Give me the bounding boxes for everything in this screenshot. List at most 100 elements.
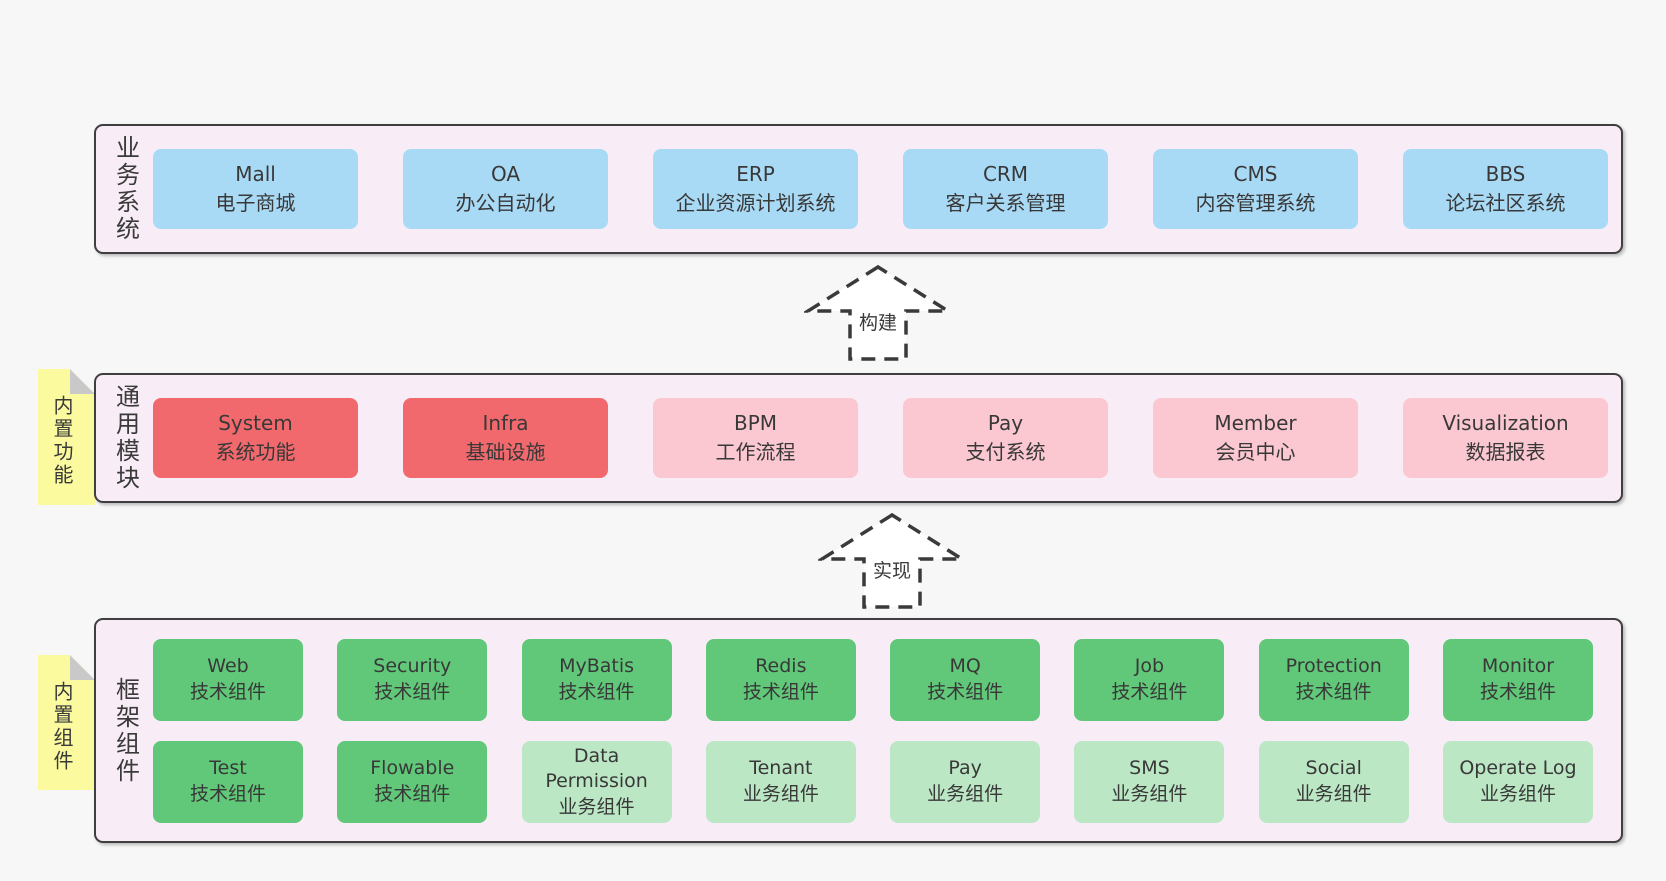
framework-row-2: Test 技术组件 Flowable 技术组件 Data Permission …	[153, 741, 1593, 823]
box-subtitle: 技术组件	[374, 783, 451, 805]
box-web: Web 技术组件	[153, 639, 303, 721]
box-operate-log: Operate Log 业务组件	[1442, 741, 1593, 823]
box-visualization: Visualization 数据报表	[1403, 398, 1608, 478]
box-subtitle: 技术组件	[558, 681, 635, 703]
box-subtitle: 业务组件	[1295, 783, 1372, 805]
box-title: BPM	[733, 411, 778, 435]
box-monitor: Monitor 技术组件	[1442, 639, 1593, 721]
box-title: CRM	[982, 162, 1029, 186]
box-subtitle: 业务组件	[1111, 783, 1188, 805]
business-box-row: Mall 电子商城 OA 办公自动化 ERP 企业资源计划系统 CRM 客户关系…	[153, 126, 1608, 252]
box-title: MyBatis	[559, 655, 635, 678]
box-title: BBS	[1485, 162, 1526, 186]
box-pay-component: Pay 业务组件	[890, 741, 1041, 823]
box-system: System 系统功能	[153, 398, 358, 478]
box-title: ERP	[736, 162, 775, 186]
box-bpm: BPM 工作流程	[653, 398, 858, 478]
arrow-label: 构建	[859, 312, 897, 334]
box-subtitle: 业务组件	[927, 783, 1004, 805]
box-subtitle: 会员中心	[1215, 440, 1296, 464]
box-subtitle: 支付系统	[965, 440, 1046, 464]
box-title: Tenant	[749, 757, 813, 780]
section-label: 业务系统	[111, 135, 140, 243]
section-label: 通用模块	[111, 384, 140, 492]
box-oa: OA 办公自动化	[403, 149, 608, 229]
box-subtitle: 工作流程	[715, 440, 796, 464]
box-test: Test 技术组件	[153, 741, 303, 823]
box-crm: CRM 客户关系管理	[903, 149, 1108, 229]
box-subtitle: 技术组件	[927, 681, 1004, 703]
section-framework-components: 框架组件 Web 技术组件 Security 技术组件 MyBatis 技术组件…	[94, 618, 1623, 843]
box-mq: MQ 技术组件	[890, 639, 1041, 721]
box-sms: SMS 业务组件	[1074, 741, 1225, 823]
section-common-modules: 通用模块 System 系统功能 Infra 基础设施 BPM 工作流程 Pay…	[94, 373, 1623, 503]
box-cms: CMS 内容管理系统	[1153, 149, 1358, 229]
box-mall: Mall 电子商城	[153, 149, 358, 229]
box-title: Redis	[755, 655, 807, 678]
box-data-permission: Data Permission 业务组件	[521, 741, 672, 823]
box-title: Pay	[948, 757, 982, 780]
box-title: Security	[373, 655, 452, 678]
box-title: Member	[1214, 411, 1297, 435]
framework-box-rows: Web 技术组件 Security 技术组件 MyBatis 技术组件 Redi…	[153, 639, 1593, 823]
box-title: Visualization	[1442, 411, 1569, 435]
box-subtitle: 技术组件	[1295, 681, 1372, 703]
sticky-note-built-in-components: 内置组件	[38, 655, 95, 790]
box-subtitle: 数据报表	[1465, 440, 1546, 464]
box-member: Member 会员中心	[1153, 398, 1358, 478]
box-subtitle: 企业资源计划系统	[675, 191, 836, 215]
box-subtitle: 内容管理系统	[1195, 191, 1316, 215]
box-redis: Redis 技术组件	[705, 639, 856, 721]
build-arrow: 构建	[804, 262, 952, 364]
box-title: Job	[1134, 655, 1165, 678]
box-title: MQ	[949, 655, 981, 678]
box-subtitle: 技术组件	[189, 681, 266, 703]
box-subtitle: 技术组件	[374, 681, 451, 703]
section-business-systems: 业务系统 Mall 电子商城 OA 办公自动化 ERP 企业资源计划系统 CRM…	[94, 124, 1623, 254]
box-tenant: Tenant 业务组件	[705, 741, 856, 823]
box-infra: Infra 基础设施	[403, 398, 608, 478]
box-title: Operate Log	[1459, 757, 1577, 780]
box-title: System	[218, 411, 293, 435]
box-social: Social 业务组件	[1258, 741, 1409, 823]
sticky-note-built-in-features: 内置功能	[38, 369, 95, 505]
box-bbs: BBS 论坛社区系统	[1403, 149, 1608, 229]
sticky-note-label: 内置功能	[50, 395, 74, 487]
box-title: Mall	[235, 162, 276, 186]
box-subtitle: 技术组件	[742, 681, 819, 703]
box-title: Pay	[987, 411, 1024, 435]
box-title: OA	[490, 162, 521, 186]
box-subtitle: 技术组件	[1111, 681, 1188, 703]
box-subtitle: 技术组件	[189, 783, 266, 805]
box-protection: Protection 技术组件	[1258, 639, 1409, 721]
box-subtitle: 系统功能	[215, 440, 296, 464]
box-subtitle: 电子商城	[215, 191, 296, 215]
arrow-up-shape	[818, 512, 966, 609]
box-erp: ERP 企业资源计划系统	[653, 149, 858, 229]
box-title: Flowable	[370, 757, 455, 780]
box-title: SMS	[1129, 757, 1170, 780]
box-subtitle: 办公自动化	[455, 191, 556, 215]
box-flowable: Flowable 技术组件	[337, 741, 488, 823]
implement-arrow: 实现	[818, 510, 966, 612]
box-job: Job 技术组件	[1074, 639, 1225, 721]
modules-box-row: System 系统功能 Infra 基础设施 BPM 工作流程 Pay 支付系统…	[153, 375, 1608, 501]
box-title: Social	[1305, 757, 1362, 780]
framework-row-1: Web 技术组件 Security 技术组件 MyBatis 技术组件 Redi…	[153, 639, 1593, 721]
box-subtitle: 业务组件	[558, 795, 635, 818]
box-title: Monitor	[1481, 655, 1555, 678]
box-title: Infra	[482, 411, 529, 435]
box-security: Security 技术组件	[337, 639, 488, 721]
box-subtitle: 客户关系管理	[945, 191, 1066, 215]
box-title: Web	[207, 655, 249, 678]
box-mybatis: MyBatis 技术组件	[521, 639, 672, 721]
sticky-note-label: 内置组件	[50, 680, 74, 773]
box-subtitle: 基础设施	[465, 440, 546, 464]
box-title: CMS	[1233, 162, 1278, 186]
box-title: Test	[209, 757, 247, 780]
arrow-up-shape	[804, 264, 952, 361]
arrow-label: 实现	[873, 560, 911, 582]
box-title: Data Permission	[545, 744, 648, 793]
box-subtitle: 业务组件	[742, 783, 819, 805]
